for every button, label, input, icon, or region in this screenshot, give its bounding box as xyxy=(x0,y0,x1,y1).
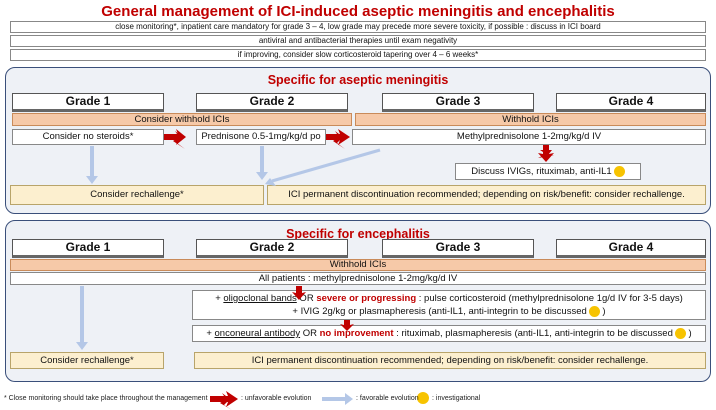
favorable-arrow-icon xyxy=(76,286,88,350)
investigational-dot-icon xyxy=(674,327,686,339)
withhold-bar: Withhold ICIs xyxy=(355,113,706,126)
investigational-dot-icon xyxy=(613,165,625,177)
prednisone-box: Prednisone 0.5-1mg/kg/d po xyxy=(196,129,326,145)
general-row-3: if improving, consider slow corticostero… xyxy=(10,49,706,61)
unfavorable-arrow-icon xyxy=(292,286,306,300)
escalation-line-2: + IVIG 2g/kg or plasmapheresis (anti-IL1… xyxy=(292,305,606,317)
encephalitis-grade-1: Grade 1 xyxy=(12,239,164,258)
encephalitis-title: Specific for encephalitis xyxy=(286,227,430,241)
general-row-2: antiviral and antibacterial therapies un… xyxy=(10,35,706,47)
meningitis-grade-4: Grade 4 xyxy=(556,93,706,112)
encephalitis-discontinuation-box: ICI permanent discontinuation recommende… xyxy=(194,352,706,369)
encephalitis-rechallenge-box: Consider rechallenge* xyxy=(10,352,164,369)
unfavorable-arrow-icon xyxy=(340,320,354,331)
legend-favorable-label: : favorable evolution xyxy=(356,395,419,402)
encephalitis-grade-2: Grade 2 xyxy=(196,239,348,258)
escalation-box-2: + onconeural antibody OR no improvement … xyxy=(192,325,706,342)
unfavorable-arrow-icon xyxy=(164,129,186,149)
meningitis-title: Specific for aseptic meningitis xyxy=(267,73,449,87)
favorable-arrow-icon xyxy=(256,146,268,180)
investigational-dot-icon xyxy=(588,305,600,317)
discuss-ivig-box: Discuss IVIGs, rituximab, anti-IL1 xyxy=(455,163,641,180)
footnote: * Close monitoring should take place thr… xyxy=(4,395,208,402)
meningitis-grade-1: Grade 1 xyxy=(12,93,164,112)
encephalitis-grade-3: Grade 3 xyxy=(382,239,534,258)
favorable-arrow-icon xyxy=(86,146,98,184)
legend-favorable-arrow-icon xyxy=(322,393,353,405)
legend-investigational-label: : investigational xyxy=(432,395,481,402)
escalation-line-1: + oligoclonal bands OR severe or progres… xyxy=(215,293,683,304)
unfavorable-arrow-icon xyxy=(326,129,350,149)
rechallenge-box: Consider rechallenge* xyxy=(10,185,264,205)
legend-unfavorable-label: : unfavorable evolution xyxy=(241,395,312,402)
unfavorable-arrow-icon xyxy=(538,145,554,162)
general-row-1: close monitoring*, inpatient care mandat… xyxy=(10,21,706,33)
escalation-box-1: + oligoclonal bands OR severe or progres… xyxy=(192,290,706,320)
no-steroids-box: Consider no steroids* xyxy=(12,129,164,145)
legend-investigational-dot-icon xyxy=(417,392,429,404)
discuss-ivig-label: Discuss IVIGs, rituximab, anti-IL1 xyxy=(471,166,612,177)
meningitis-grade-3: Grade 3 xyxy=(382,93,534,112)
legend-unfavorable-arrow-icon xyxy=(210,391,238,410)
encephalitis-grade-4: Grade 4 xyxy=(556,239,706,258)
discontinuation-box: ICI permanent discontinuation recommende… xyxy=(267,185,706,205)
methylprednisolone-box: Methylprednisolone 1-2mg/kg/d IV xyxy=(352,129,706,145)
encephalitis-withhold-bar: Withhold ICIs xyxy=(10,259,706,271)
all-patients-box: All patients : methylprednisolone 1-2mg/… xyxy=(10,272,706,285)
favorable-arrow-icon xyxy=(265,148,381,186)
page-title: General management of ICI-induced asepti… xyxy=(101,3,615,20)
meningitis-grade-2: Grade 2 xyxy=(196,93,348,112)
consider-withhold-bar: Consider withhold ICIs xyxy=(12,113,352,126)
